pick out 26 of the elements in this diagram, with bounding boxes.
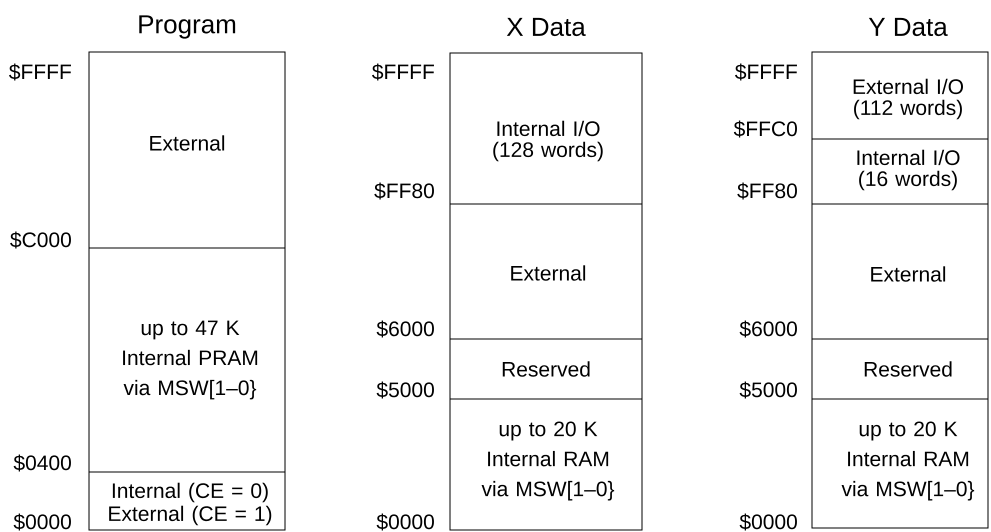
memory-segment: External — [88, 52, 286, 248]
memory-segment: up to 20 K Internal RAM via MSW[1–0} — [812, 398, 988, 528]
address-label: $FFC0 — [734, 120, 797, 138]
address-label: $FF80 — [737, 182, 797, 200]
address-label: $5000 — [376, 382, 434, 398]
address-label: $6000 — [376, 320, 434, 338]
memory-segment: External — [812, 204, 988, 340]
memory-segment: Internal I/O (16 words) — [812, 138, 988, 204]
memory-segment: Internal I/O (128 words) — [450, 52, 642, 204]
node-label: Program — [139, 15, 236, 39]
address-label: $0000 — [14, 514, 71, 530]
memory-segment: External — [450, 204, 642, 340]
address-label: $6000 — [740, 320, 797, 338]
node-label: Y Data — [868, 18, 948, 36]
node-label: X Data — [506, 18, 586, 36]
address-label: $C000 — [10, 232, 71, 248]
memory-segment: Reserved — [812, 338, 988, 400]
address-label: $0400 — [14, 454, 71, 472]
address-label: $FFFF — [735, 64, 797, 80]
address-label: $5000 — [740, 382, 797, 398]
memory-segment: Reserved — [450, 338, 642, 400]
memory-segment: up to 47 K Internal PRAM via MSW[1–0} — [88, 248, 286, 472]
memory-segment: up to 20 K Internal RAM via MSW[1–0} — [450, 398, 642, 530]
memory-segment: Internal (CE = 0) External (CE = 1) — [88, 472, 286, 530]
address-label: $FF80 — [374, 182, 434, 200]
memory-segment: External I/O (112 words) — [812, 52, 988, 140]
